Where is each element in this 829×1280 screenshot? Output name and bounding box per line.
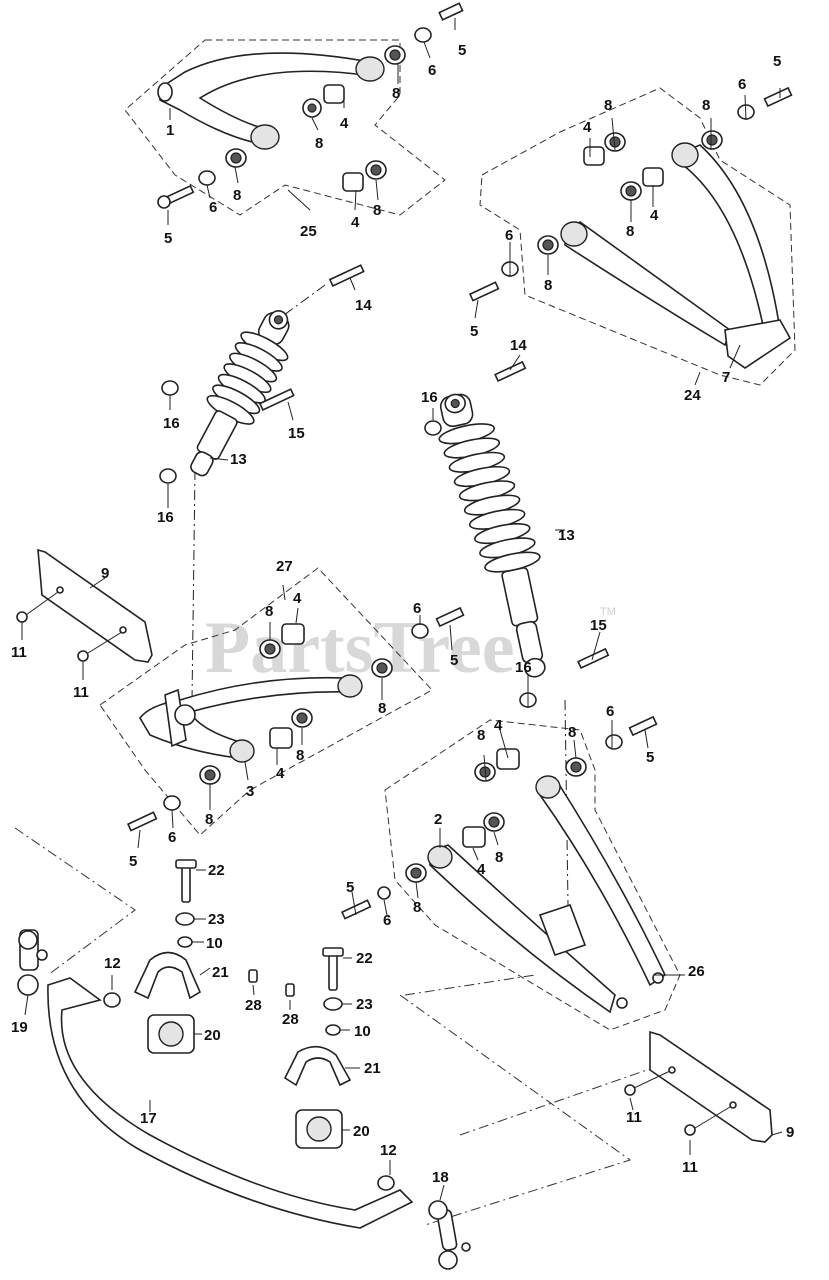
upper-a-arm-7 <box>564 144 781 347</box>
callout-8: 8 <box>315 135 323 152</box>
callout-22: 22 <box>208 862 225 879</box>
callout-labels: 5 6 8 4 8 1 8 5 6 4 8 25 5 6 8 8 4 4 8 6… <box>11 42 794 1186</box>
callout-16: 16 <box>515 659 532 676</box>
callout-3: 3 <box>246 783 254 800</box>
callout-2: 2 <box>434 811 442 828</box>
callout-10: 10 <box>206 935 223 952</box>
callout-24: 24 <box>684 387 701 404</box>
callout-1: 1 <box>166 122 174 139</box>
callout-10: 10 <box>354 1023 371 1040</box>
callout-5: 5 <box>450 652 458 669</box>
callout-8: 8 <box>205 811 213 828</box>
callout-8: 8 <box>568 724 576 741</box>
callout-19: 19 <box>11 1019 28 1036</box>
callout-6: 6 <box>738 76 746 93</box>
callout-8: 8 <box>296 747 304 764</box>
callout-13: 13 <box>230 451 247 468</box>
callout-6: 6 <box>383 912 391 929</box>
callout-8: 8 <box>702 97 710 114</box>
callout-8: 8 <box>392 85 400 102</box>
callout-13: 13 <box>558 527 575 544</box>
callout-5: 5 <box>164 230 172 247</box>
stabilizer-bar-17 <box>47 977 414 1229</box>
lower-a-arm-2 <box>429 776 667 1014</box>
callout-4: 4 <box>477 861 486 878</box>
lower-right-a-arm-group <box>340 715 681 1031</box>
callout-6: 6 <box>606 703 614 720</box>
upper-a-arm-1 <box>159 52 373 146</box>
callout-6: 6 <box>413 600 421 617</box>
callout-6: 6 <box>505 227 513 244</box>
callout-28: 28 <box>282 1011 299 1028</box>
callout-17: 17 <box>140 1110 157 1127</box>
callout-14: 14 <box>355 297 372 314</box>
callout-5: 5 <box>458 42 466 59</box>
callout-22: 22 <box>356 950 373 967</box>
callout-7: 7 <box>722 369 730 386</box>
stabilizer-bar-group <box>17 859 471 1270</box>
callout-8: 8 <box>413 899 421 916</box>
callout-4: 4 <box>276 765 285 782</box>
callout-4: 4 <box>650 207 659 224</box>
callout-15: 15 <box>590 617 607 634</box>
callout-5: 5 <box>773 53 781 70</box>
callout-5: 5 <box>646 749 654 766</box>
callout-8: 8 <box>626 223 634 240</box>
callout-8: 8 <box>373 202 381 219</box>
callout-21: 21 <box>212 964 229 981</box>
callout-11: 11 <box>73 684 89 701</box>
lower-left-a-arm-group <box>99 567 465 836</box>
callout-11: 11 <box>682 1159 698 1176</box>
callout-14: 14 <box>510 337 527 354</box>
callout-4: 4 <box>340 115 349 132</box>
callout-5: 5 <box>470 323 478 340</box>
callout-18: 18 <box>432 1169 449 1186</box>
callout-16: 16 <box>163 415 180 432</box>
watermark-text: PartsTree <box>205 607 515 689</box>
callout-8: 8 <box>544 277 552 294</box>
leader-lines <box>21 18 783 1201</box>
skid-plate-left-9 <box>16 548 153 663</box>
callout-20: 20 <box>353 1123 370 1140</box>
callout-4: 4 <box>293 590 302 607</box>
skid-plate-right-9 <box>624 1030 773 1143</box>
callout-9: 9 <box>101 565 109 582</box>
callout-11: 11 <box>626 1109 642 1126</box>
callout-8: 8 <box>477 727 485 744</box>
callout-15: 15 <box>288 425 305 442</box>
upper-left-a-arm-group <box>124 2 464 216</box>
callout-25: 25 <box>300 223 317 240</box>
watermark-tm: TM <box>600 606 616 618</box>
callout-12: 12 <box>104 955 121 972</box>
callout-4: 4 <box>583 119 592 136</box>
callout-4: 4 <box>351 214 360 231</box>
callout-16: 16 <box>157 509 174 526</box>
upper-right-a-arm-group <box>468 86 796 386</box>
callout-5: 5 <box>346 879 354 896</box>
callout-20: 20 <box>204 1027 221 1044</box>
callout-26: 26 <box>688 963 705 980</box>
callout-16: 16 <box>421 389 438 406</box>
callout-23: 23 <box>208 911 225 928</box>
callout-8: 8 <box>604 97 612 114</box>
callout-8: 8 <box>495 849 503 866</box>
callout-5: 5 <box>129 853 137 870</box>
callout-28: 28 <box>245 997 262 1014</box>
callout-9: 9 <box>786 1124 794 1141</box>
callout-6: 6 <box>168 829 176 846</box>
callout-12: 12 <box>380 1142 397 1159</box>
callout-8: 8 <box>265 603 273 620</box>
left-shock-absorber-13 <box>159 264 365 701</box>
callout-8: 8 <box>233 187 241 204</box>
callout-4: 4 <box>494 717 503 734</box>
callout-11: 11 <box>11 644 27 661</box>
callout-21: 21 <box>364 1060 381 1077</box>
callout-23: 23 <box>356 996 373 1013</box>
right-shock-absorber-13 <box>424 360 610 906</box>
callout-8: 8 <box>378 700 386 717</box>
callout-6: 6 <box>209 199 217 216</box>
callout-27: 27 <box>276 558 293 575</box>
callout-6: 6 <box>428 62 436 79</box>
